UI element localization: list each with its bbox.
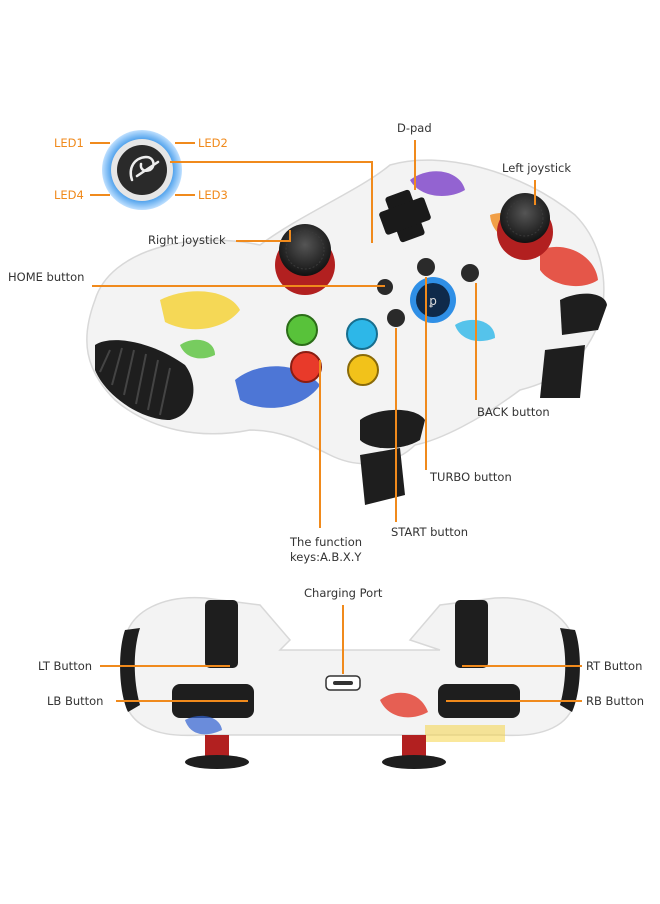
paint-splash-green [180,339,215,359]
paint-splash-red [540,246,598,287]
turbo-button-shape [417,258,435,276]
dpad-shape [379,189,431,243]
start-button-shape [387,309,405,327]
back-button-label: BACK button [477,405,550,419]
turbo-button-label: TURBO button [430,470,512,484]
right-grip-side [560,628,580,712]
face-button-green [286,314,318,346]
led2-label: LED2 [198,136,228,150]
function-keys-label-line2: keys:A.B.X.Y [290,550,362,564]
left-trigger-lower [360,448,405,505]
left-grip-side [120,628,140,712]
charging-port-label: Charging Port [304,586,383,600]
home-button-label: HOME button [8,270,85,284]
lt-button-label: LT Button [38,659,93,673]
left-joystick-knob [500,193,550,243]
bottom-controller [120,596,580,769]
led4-label: LED4 [54,188,84,202]
dpad-label: D-pad [397,121,432,135]
start-button-label: START button [391,525,469,539]
left-trigger-top [360,409,425,449]
led1-label: LED1 [54,136,84,150]
svg-text:ꝑ: ꝑ [428,294,437,308]
face-button-red [290,351,322,383]
paint-splash-yellow [160,291,240,330]
back-button-shape [461,264,479,282]
right-trigger-top [560,293,607,335]
paint-splash-purple [410,171,465,196]
top-controller: ꝑ [86,159,607,505]
led3-label: LED3 [198,188,228,202]
face-button-yellow [347,354,379,386]
rb-button-label: RB Button [586,694,645,708]
lb-button-label: LB Button [47,694,104,708]
left-joystick-label: Left joystick [502,161,572,175]
rt-trigger-shape [455,600,488,668]
right-joystick-knob [279,224,331,276]
right-joystick-label: Right joystick [148,233,226,247]
lt-trigger-shape [205,600,238,668]
led-indicator [102,130,182,210]
callout-lines [90,140,582,702]
rt-button-label: RT Button [586,659,643,673]
face-button-cyan [346,318,378,350]
function-keys-label-line1: The function [290,535,363,549]
right-trigger-lower [540,345,585,398]
